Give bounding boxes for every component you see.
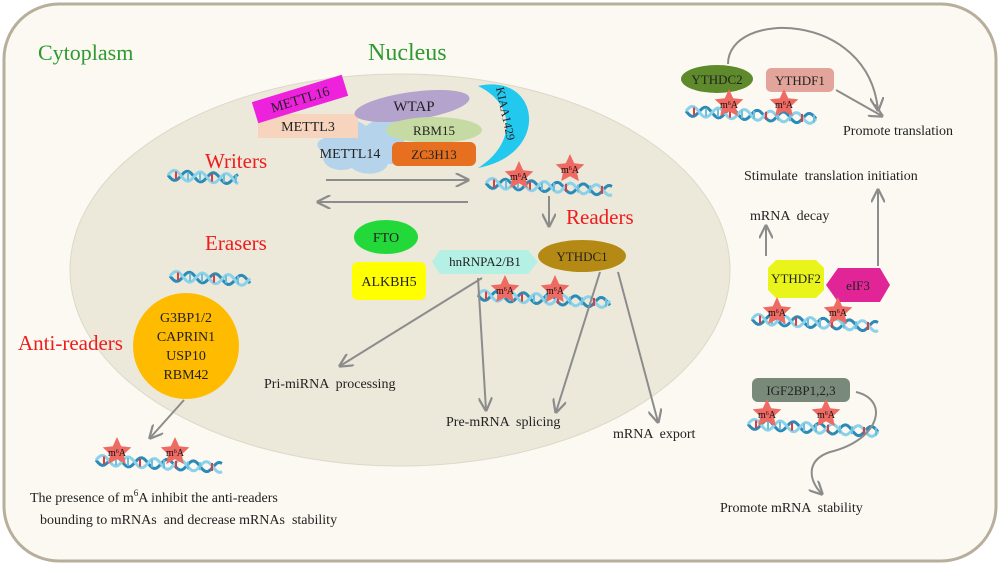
anti-readers-circle — [133, 293, 239, 399]
pre-mrna-label: Pre-mRNA splicing — [446, 415, 560, 430]
mettl3-label: METTL3 — [281, 120, 335, 135]
flow-arrow — [835, 89, 882, 116]
ythdc1-label: YTHDC1 — [556, 249, 607, 264]
eif3-label: eIF3 — [846, 278, 870, 293]
flow-arrow — [340, 277, 483, 366]
alkbh5-label: ALKBH5 — [361, 275, 416, 290]
promote-stability-label: Promote mRNA stability — [720, 501, 863, 516]
m6a-label: m6A — [108, 448, 127, 459]
anti-reader-g3bp: G3BP1/2 — [160, 311, 212, 326]
rna-strand — [166, 168, 239, 186]
ythdc2-label: YTHDC2 — [691, 72, 742, 87]
nucleus-label: Nucleus — [368, 40, 447, 66]
m6a-star: m6A — [752, 399, 782, 427]
m6a-star: m6A — [540, 275, 570, 303]
rbm15-ellipse — [386, 117, 482, 143]
m6a-star: m6A — [490, 275, 520, 303]
zc3h13-label: ZC3H13 — [411, 147, 457, 162]
rbm15-label: RBM15 — [413, 123, 455, 138]
m6a-star: m6A — [714, 89, 744, 117]
m6a-label: m6A — [758, 410, 777, 421]
cytoplasm-label: Cytoplasm — [38, 40, 133, 65]
m6a-label: m6A — [561, 165, 580, 176]
alkbh5-box — [352, 262, 426, 300]
footnote-line2: bounding to mRNAs and decrease mRNAs sta… — [40, 513, 337, 528]
flow-arrow — [556, 271, 601, 412]
m6a-star: m6A — [160, 437, 190, 465]
m6a-star: m6A — [504, 161, 534, 189]
anti-reader-rbm42: RBM42 — [163, 368, 208, 383]
m6a-star: m6A — [769, 89, 799, 117]
m6a-label: m6A — [496, 286, 515, 297]
m6a-label: m6A — [166, 448, 185, 459]
wtap-ellipse — [354, 89, 470, 123]
m6a-label: m6A — [829, 308, 848, 319]
mrna-decay-label: mRNA decay — [750, 209, 829, 224]
igf2bp-box — [752, 378, 850, 402]
anti-readers-label: Anti-readers — [18, 331, 123, 355]
kiaa1429-crescent — [478, 84, 530, 168]
m6a-star: m6A — [762, 297, 792, 325]
eif3-hexagon — [826, 268, 890, 302]
m6a-label: m6A — [817, 410, 836, 421]
zc3h13-box — [392, 142, 476, 166]
ythdf2-label: YTHDF2 — [771, 271, 821, 286]
stimulate-initiation-label: Stimulate translation initiation — [744, 169, 918, 184]
hnrnpa2b1-hexagon — [432, 250, 538, 274]
ythdf2-octagon — [768, 260, 824, 298]
m6a-star: m6A — [811, 399, 841, 427]
hnrnpa2b1-label: hnRNPA2/B1 — [449, 254, 521, 269]
writers-label: Writers — [205, 149, 267, 173]
erasers-label: Erasers — [205, 231, 267, 255]
m6a-label: m6A — [775, 100, 794, 111]
mettl16-box — [251, 74, 349, 124]
anti-reader-caprin1: CAPRIN1 — [157, 330, 215, 345]
igf2bp-label: IGF2BP1,2,3 — [766, 383, 835, 398]
m6a-label: m6A — [720, 100, 739, 111]
ythdf1-box — [766, 68, 834, 92]
promote-translation-label: Promote translation — [843, 124, 953, 139]
m6a-marks: m6A m6A m6A m6A m6A m6A m6A m6A m6A m6A m6A m6A — [102, 89, 853, 465]
mettl14-label: METTL14 — [320, 147, 381, 162]
fto-ellipse — [354, 220, 418, 254]
m6a-star: m6A — [102, 437, 132, 465]
pri-mirna-label: Pri-miRNA processing — [264, 377, 395, 392]
m6a-star: m6A — [823, 297, 853, 325]
ythdc2-ellipse — [681, 65, 753, 93]
ythdc1-ellipse — [538, 240, 626, 272]
ythdf1-label: YTHDF1 — [775, 73, 825, 88]
fto-label: FTO — [373, 231, 399, 246]
flow-arrow — [477, 277, 486, 410]
footnote-line1: The presence of m6A inhibit the anti-rea… — [30, 488, 278, 506]
anti-reader-usp10: USP10 — [166, 349, 206, 364]
m6a-label: m6A — [546, 286, 565, 297]
rna-strand — [168, 269, 252, 287]
m6a-label: m6A — [768, 308, 787, 319]
flow-arrow — [812, 391, 877, 494]
flow-arrow — [150, 399, 185, 438]
rna-strand — [746, 417, 880, 438]
wtap-label: WTAP — [393, 99, 434, 115]
arrows — [150, 27, 882, 494]
m6a-star: m6A — [555, 154, 585, 182]
flow-arrow — [727, 27, 878, 110]
m6a-label: m6A — [510, 172, 529, 183]
mrna-export-label: mRNA export — [613, 427, 696, 442]
readers-label: Readers — [566, 205, 634, 229]
flow-arrow — [617, 271, 658, 422]
